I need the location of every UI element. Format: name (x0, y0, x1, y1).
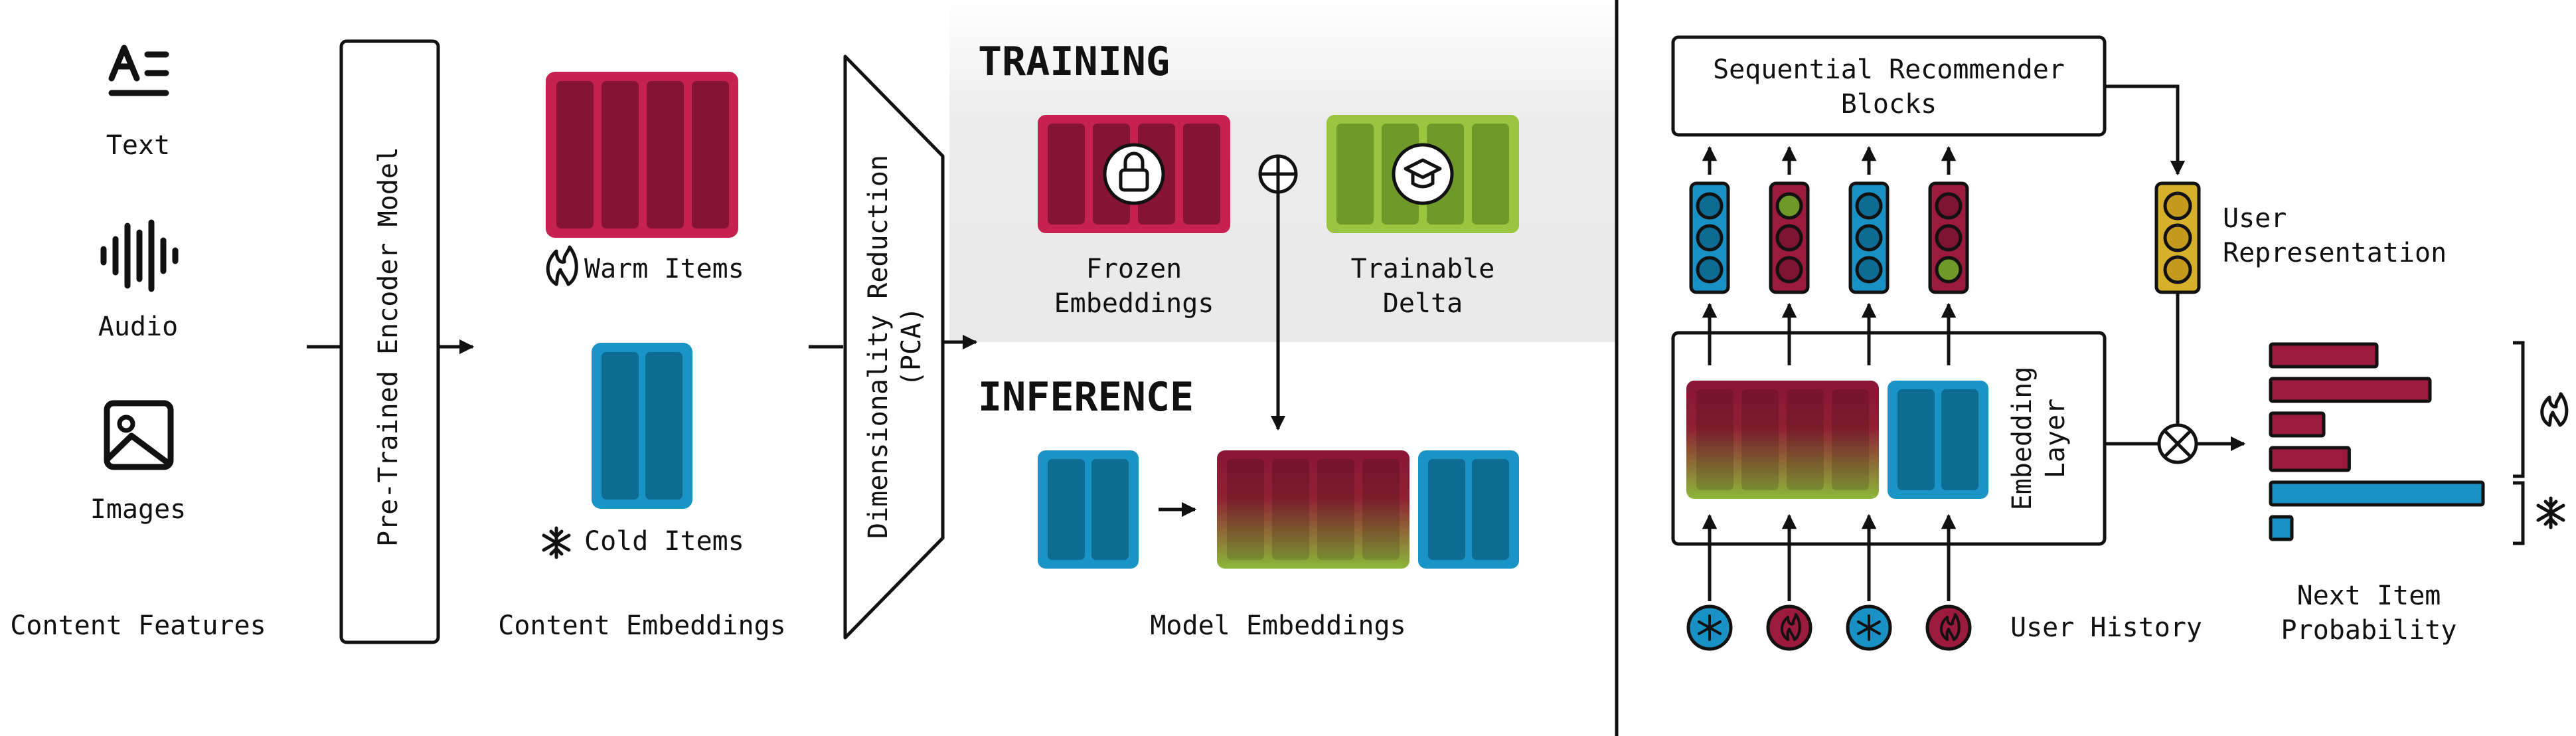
embedding-layer-label-line1: Embedding (2007, 367, 2038, 511)
token-slot (1935, 192, 1963, 220)
warm-history-item (1766, 604, 1812, 651)
pca-label-line2: (PCA) (896, 307, 927, 387)
token-slot (1775, 256, 1803, 284)
next-item-probability-label-line2: Probability (2281, 615, 2457, 646)
user-representation-token (2154, 181, 2201, 294)
training-header: TRAINING (978, 39, 1170, 85)
image-icon (104, 400, 174, 470)
warm-items-embedding (546, 72, 738, 238)
cold-items-label: Cold Items (584, 526, 744, 557)
token-embedding (1928, 181, 1969, 294)
user-representation-label-line1: User (2223, 203, 2287, 234)
graduation-cap-icon (1392, 143, 1454, 205)
flame-icon (1940, 613, 1961, 641)
token-slot (1696, 192, 1724, 220)
audio-feature-label: Audio (98, 312, 178, 342)
warm-history-item (1925, 604, 1972, 651)
frozen-embeddings-label-line1: Frozen (1086, 254, 1182, 284)
user-representation-label-line2: Representation (2223, 238, 2447, 268)
warm-group-bracket (2513, 341, 2525, 478)
sequence-token-embeddings (1689, 181, 1969, 294)
token-slot (1935, 256, 1963, 284)
user-history-items (1686, 604, 1972, 651)
user-history-label: User History (2010, 612, 2202, 643)
trainable-delta-label-line2: Delta (1383, 288, 1463, 319)
embedding-layer-label-line2: Layer (2040, 399, 2071, 478)
warm-item-probability-bar (2269, 446, 2351, 472)
cold-history-item (1846, 604, 1892, 651)
content-features-label: Content Features (10, 610, 266, 641)
embedding-layer-block (1671, 331, 2107, 546)
snowflake-icon (1857, 614, 1881, 641)
waveform-icon (100, 219, 179, 292)
combined-model-embedding (1217, 450, 1519, 569)
warm-item-probability-bar (2269, 377, 2432, 403)
trainable-delta-label-line1: Trainable (1351, 254, 1495, 284)
token-embedding (1689, 181, 1730, 294)
pretrained-encoder-block (339, 39, 440, 644)
warm-item-probability-bar (2269, 411, 2326, 438)
token-embedding (1848, 181, 1890, 294)
cold-items-embedding (592, 343, 692, 509)
sequential-recommender-label-line2: Blocks (1841, 89, 1937, 120)
layer-to-token-arrows (1702, 302, 1957, 365)
cold-group-bracket (2513, 481, 2525, 545)
token-embedding (1769, 181, 1810, 294)
snowflake-icon (1698, 614, 1722, 641)
token-slot (1855, 192, 1883, 220)
next-item-probability-bars (2269, 342, 2485, 541)
embedding-layer-table (1686, 381, 1988, 499)
token-slot (1696, 256, 1724, 284)
next-item-probability-label-line1: Next Item (2297, 581, 2441, 611)
content-embeddings-label: Content Embeddings (498, 610, 785, 641)
sequential-recommender-block (1671, 35, 2107, 137)
token-slot (1855, 224, 1883, 252)
warm-items-label: Warm Items (584, 254, 744, 284)
pca-block (843, 54, 945, 640)
images-feature-label: Images (90, 494, 187, 525)
add-operator-icon (1258, 154, 1298, 194)
multiply-operator-icon (2157, 423, 2198, 464)
token-slot (1696, 224, 1724, 252)
pca-label-line1: Dimensionality Reduction (863, 155, 894, 539)
lock-icon (1103, 143, 1165, 205)
snowflake-icon (2536, 496, 2565, 529)
cold-item-probability-bar (2269, 515, 2294, 541)
token-slot (1775, 224, 1803, 252)
token-slot (1775, 192, 1803, 220)
snowflake-icon (542, 526, 571, 559)
flame-icon (1781, 613, 1801, 641)
history-to-layer-arrows (1702, 513, 1957, 601)
cold-input-embedding (1038, 450, 1139, 569)
text-feature-label: Text (106, 130, 170, 161)
frozen-embeddings-label-line2: Embeddings (1054, 288, 1214, 319)
token-slot (1855, 256, 1883, 284)
inference-header: INFERENCE (978, 374, 1194, 420)
token-to-recommender-arrows (1702, 145, 1957, 175)
pretrained-encoder-label: Pre-Trained Encoder Model (373, 147, 404, 547)
cold-item-probability-bar (2269, 480, 2485, 507)
token-slot (1935, 224, 1963, 252)
warm-item-probability-bar (2269, 342, 2379, 369)
flame-icon (2540, 392, 2569, 427)
text-format-icon (108, 45, 169, 96)
recommender-to-user-rep-arrow (2105, 84, 2186, 176)
flame-icon (546, 245, 578, 286)
model-embeddings-label: Model Embeddings (1150, 610, 1406, 641)
sequential-recommender-label-line1: Sequential Recommender (1713, 54, 2065, 85)
cold-history-item (1686, 604, 1733, 651)
